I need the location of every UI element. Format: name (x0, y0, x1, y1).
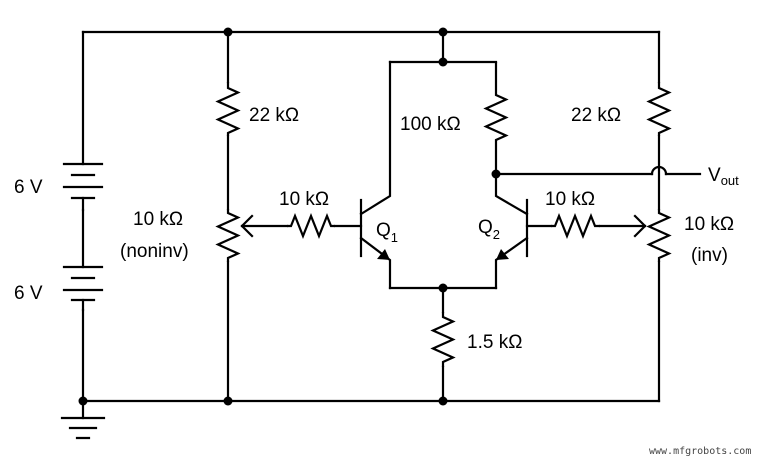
battery-top-cell (62, 162, 104, 212)
resistor-1-5k (430, 312, 456, 367)
vout-subscript: out (721, 173, 739, 188)
pot-inv-note-label: (inv) (691, 245, 728, 266)
q1-number: 1 (391, 230, 398, 245)
battery-bottom-cell (62, 265, 104, 312)
battery-bottom-label: 6 V (14, 283, 43, 304)
junction-dots (78, 27, 501, 406)
q1-letter: Q (376, 220, 391, 241)
q2-number: 2 (493, 227, 500, 242)
resistor-22k-right (646, 82, 672, 136)
ground-symbol (60, 416, 106, 440)
vout-main: V (708, 165, 721, 186)
q1-label: Q1 (376, 220, 398, 245)
resistor-22k-right-label: 22 kΩ (571, 105, 621, 126)
resistor-1-5k-label: 1.5 kΩ (467, 332, 522, 353)
resistor-10k-base-right-label: 10 kΩ (545, 189, 595, 210)
resistor-10k-base-left-label: 10 kΩ (279, 189, 329, 210)
pot-noninv-value-label: 10 kΩ (133, 209, 183, 230)
resistor-10k-base-left (287, 213, 335, 239)
pot-noninv-arrowhead (240, 214, 254, 238)
pot-inv (646, 209, 672, 262)
vout-label: Vout (708, 165, 739, 188)
pot-inv-arrowhead (633, 214, 647, 238)
transistor-q2 (494, 172, 529, 290)
q2-label: Q2 (478, 217, 500, 242)
pot-noninv-note-label: (noninv) (120, 241, 189, 262)
resistor-100k (483, 62, 509, 174)
transistor-q1 (359, 60, 392, 290)
pot-noninv (215, 209, 241, 262)
resistor-22k-left-label: 22 kΩ (249, 105, 299, 126)
watermark: www.mfgrobots.com (649, 446, 751, 457)
pot-inv-value-label: 10 kΩ (684, 214, 734, 235)
resistor-10k-base-right (551, 213, 600, 239)
q2-letter: Q (478, 217, 493, 238)
resistor-100k-label: 100 kΩ (400, 114, 461, 135)
resistor-22k-left (215, 82, 241, 136)
battery-top-label: 6 V (14, 177, 43, 198)
